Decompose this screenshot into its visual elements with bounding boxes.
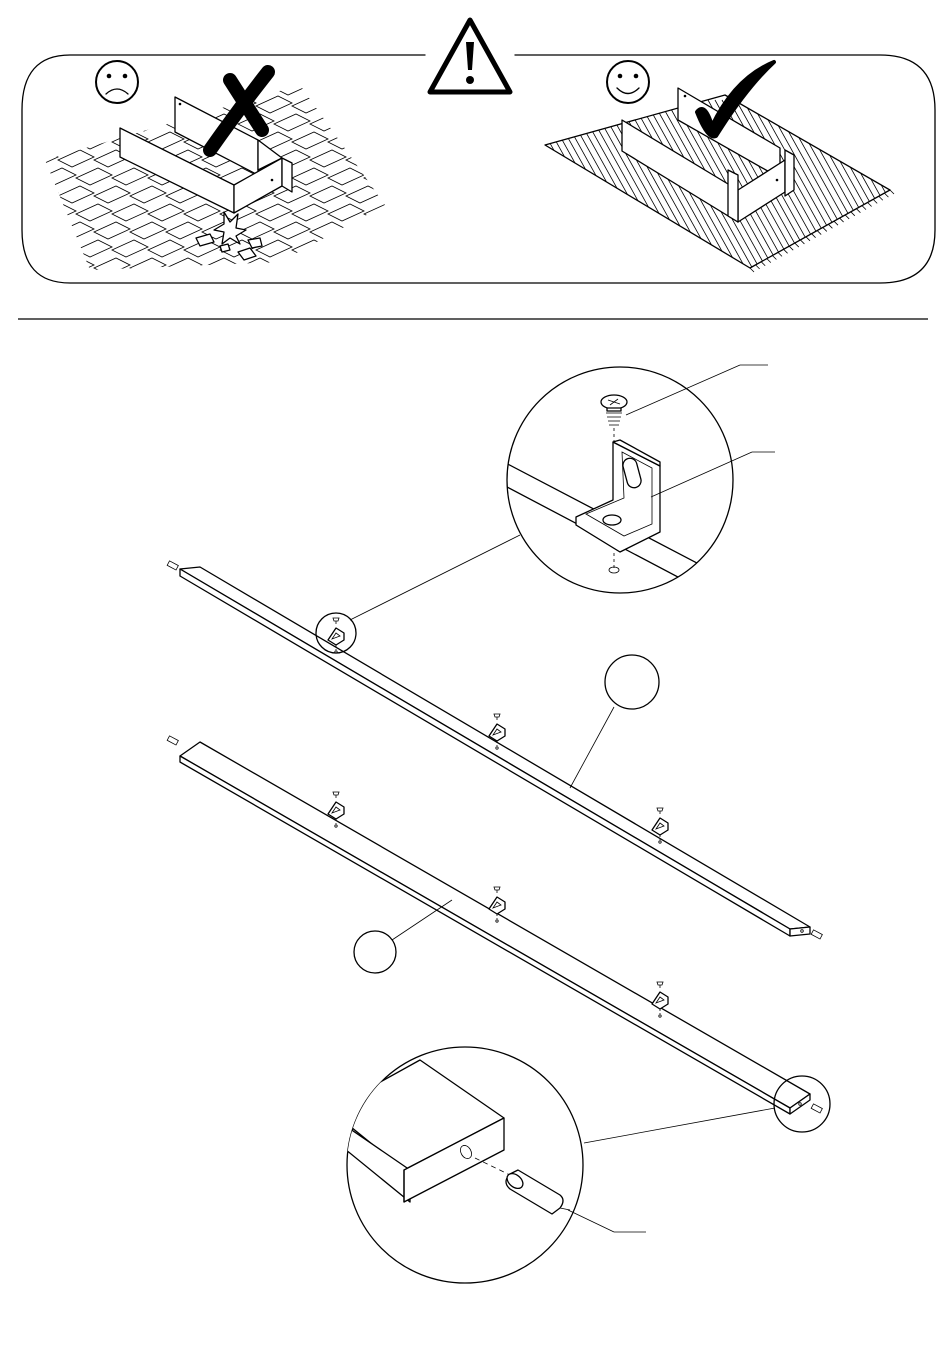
part-label-upper-rail: [570, 655, 659, 788]
happy-face-icon: [607, 61, 649, 103]
dowel-lower-left: [167, 736, 178, 745]
dowel-upper-left: [167, 561, 178, 570]
dowel-lower-right: [811, 1104, 822, 1113]
upper-rail: [167, 561, 822, 939]
wooden-dowel-icon: [504, 1170, 570, 1214]
sad-face-icon: [96, 61, 138, 103]
bracket-detail-callout: [316, 365, 775, 653]
lower-rail: [167, 736, 822, 1114]
assembly-step: [167, 365, 830, 1283]
warning-panel: [0, 20, 950, 311]
dowel-upper-right: [811, 930, 822, 939]
broken-chips: [196, 212, 262, 260]
frame-on-rug: [622, 88, 794, 222]
warning-triangle-icon: [430, 20, 510, 92]
